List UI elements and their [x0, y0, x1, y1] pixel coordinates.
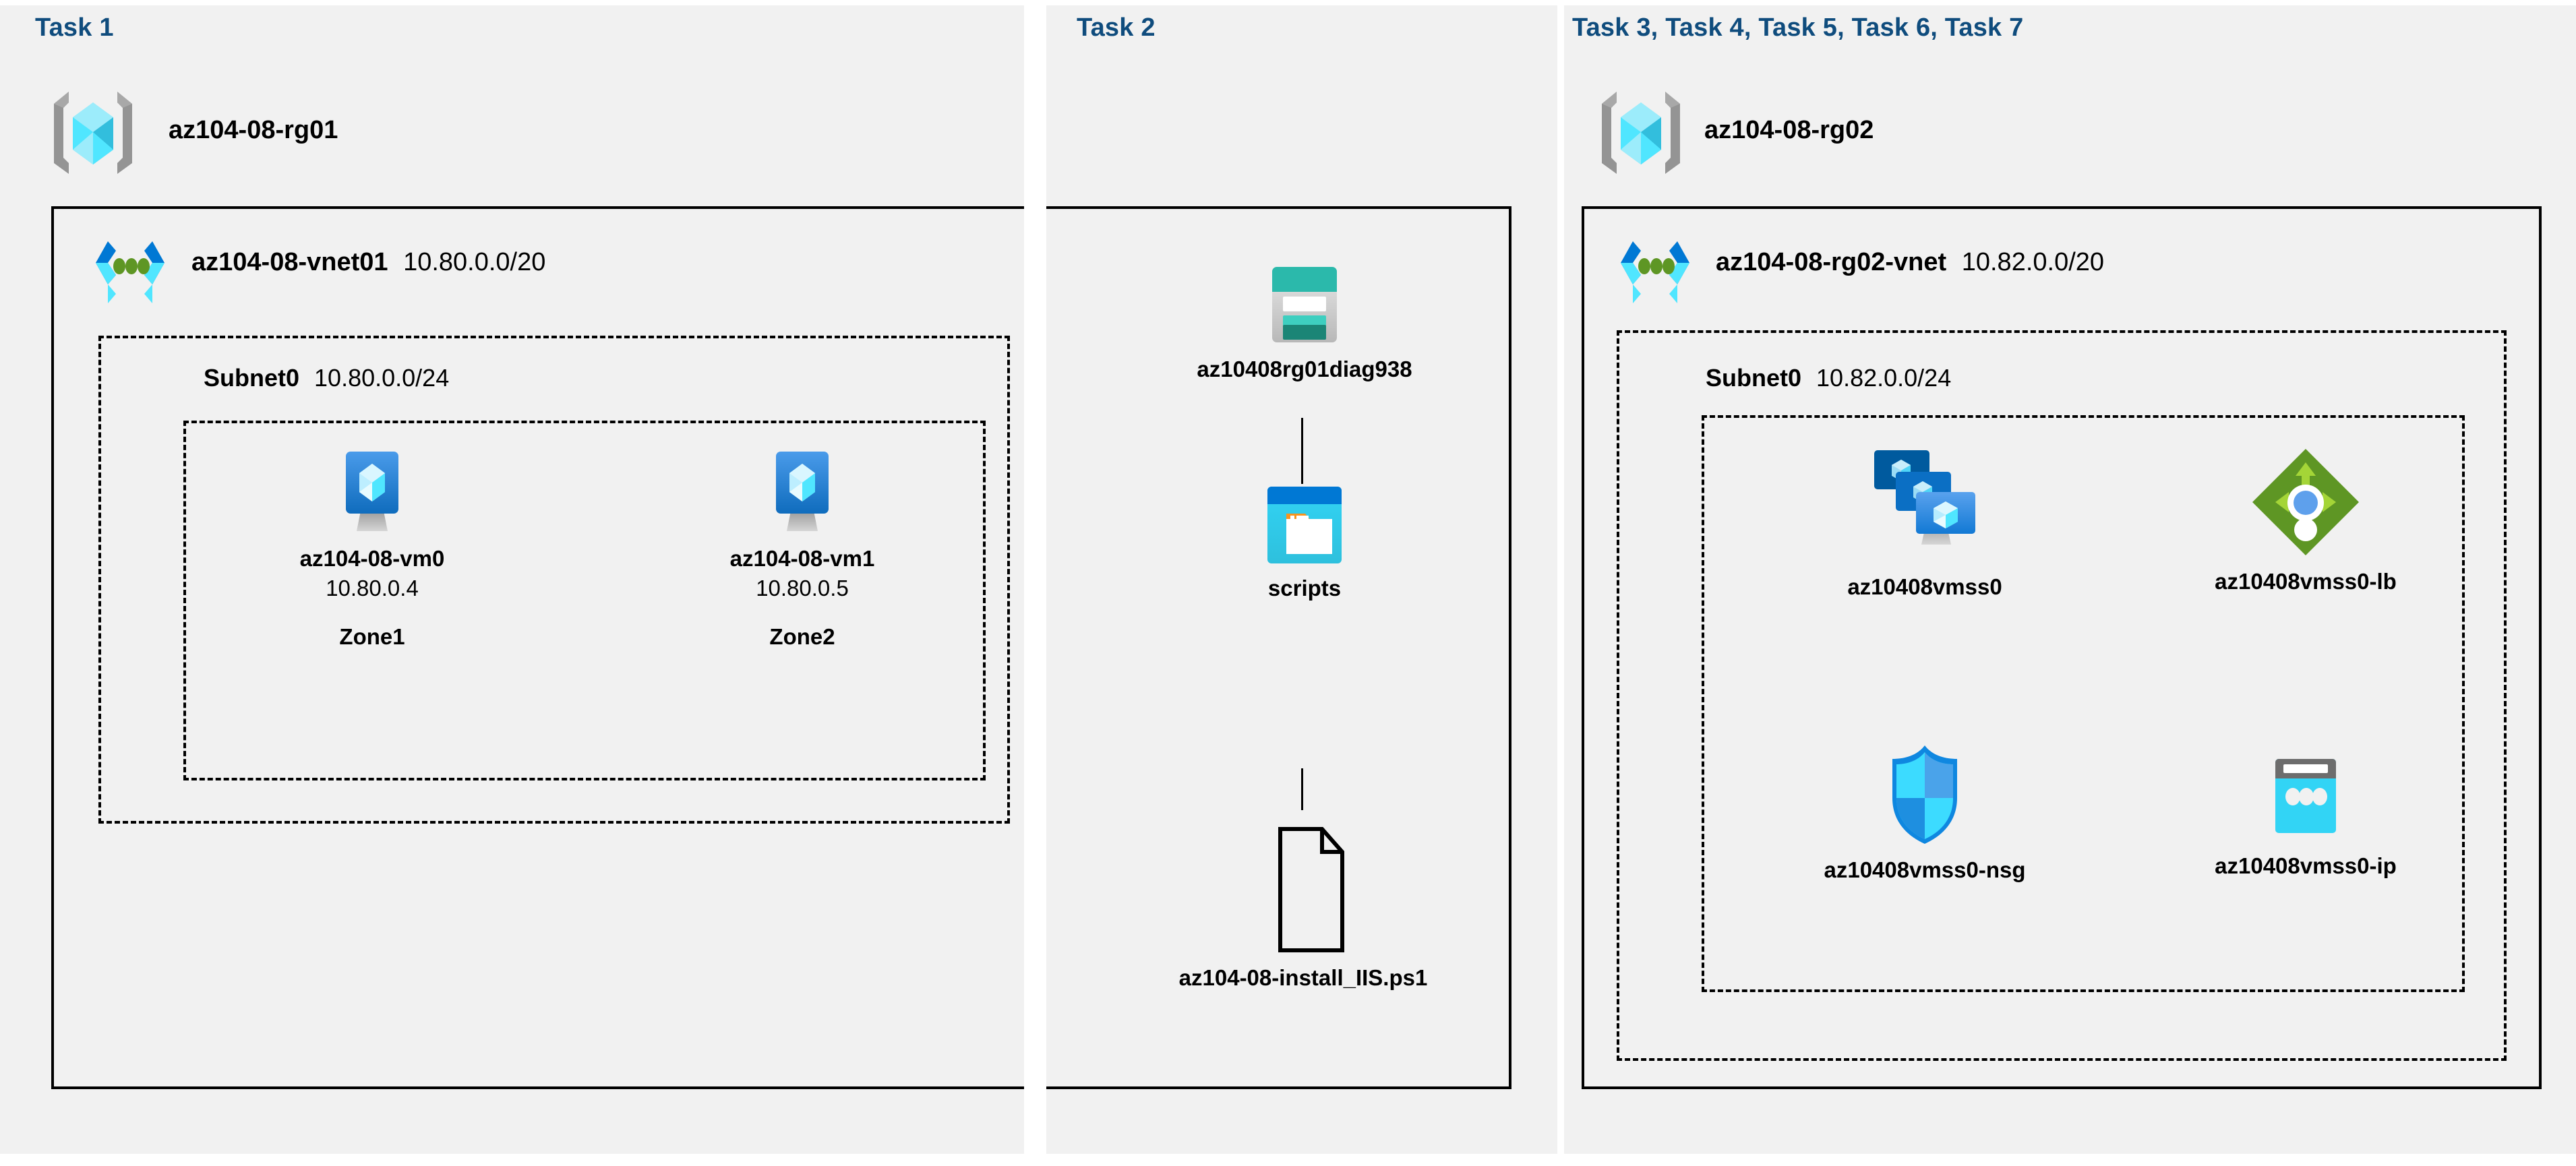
rg02-label: az104-08-rg02: [1704, 116, 1874, 144]
blob-container-icon: [1263, 484, 1346, 566]
storage-account-name: az10408rg01diag938: [1197, 357, 1412, 381]
network-security-group-icon: [1883, 741, 1967, 848]
vnet01-boundary: [51, 206, 1511, 1089]
vmss0-lb-name: az10408vmss0-lb: [2215, 569, 2397, 594]
vmss0-ip-name: az10408vmss0-ip: [2215, 853, 2397, 878]
vnet01-label: az104-08-vnet01 10.80.0.0/20: [191, 248, 545, 277]
vm-scale-set-icon: [1863, 445, 1986, 565]
panel-task3to7: [1564, 5, 2576, 1154]
load-balancer-icon: [2248, 445, 2363, 559]
install-iis-script-name: az104-08-install_IIS.ps1: [1178, 965, 1428, 990]
vm0-ip: 10.80.0.4: [326, 576, 419, 601]
file-icon: [1260, 824, 1346, 956]
task1-title: Task 1: [35, 13, 114, 42]
public-ip-address-icon: [2258, 755, 2353, 844]
blob-container-name: scripts: [1267, 576, 1342, 601]
vnet01-name: az104-08-vnet01: [191, 248, 388, 276]
virtual-machine-icon: [330, 449, 415, 536]
node-blob-container[interactable]: scripts: [1228, 484, 1381, 601]
vm1-name: az104-08-vm1: [729, 546, 875, 571]
task2-title: Task 2: [1077, 13, 1156, 42]
subnet0-task1-boundary: [98, 336, 1010, 824]
rg02-vnet-icon: [1618, 237, 1692, 307]
panel-gutter-1-2: [1024, 5, 1046, 1154]
node-vmss0-nsg[interactable]: az10408vmss0-nsg: [1824, 741, 2026, 883]
vnet01-cidr: 10.80.0.0/20: [403, 248, 546, 276]
rg01-icon: [49, 88, 143, 175]
subnet0-resources-boundary: [1702, 415, 2465, 992]
rg02-vnet-name: az104-08-rg02-vnet: [1716, 248, 1947, 276]
storage-account-icon: [1261, 263, 1348, 347]
panel-task1: [0, 5, 1024, 1154]
task3to7-title: Task 3, Task 4, Task 5, Task 6, Task 7: [1572, 13, 2024, 42]
node-vmss0[interactable]: az10408vmss0: [1824, 445, 2026, 600]
rg02-vnet-boundary: [1582, 206, 2542, 1089]
rg01-label: az104-08-rg01: [169, 116, 338, 144]
vm1-zone: Zone2: [769, 624, 835, 649]
node-vmss0-ip[interactable]: az10408vmss0-ip: [2205, 755, 2407, 879]
subnet0-task1-cidr: 10.80.0.0/24: [314, 364, 450, 392]
vmss0-name: az10408vmss0: [1847, 574, 2002, 599]
subnet0-task1-name: Subnet0: [204, 364, 300, 392]
node-install-iis-script[interactable]: az104-08-install_IIS.ps1: [1179, 824, 1427, 991]
node-az104-08-vm0[interactable]: az104-08-vm0 10.80.0.4 Zone1: [284, 449, 460, 650]
vm-zone-group-boundary: [183, 421, 986, 780]
rg02-icon: [1596, 88, 1691, 175]
node-storage-account[interactable]: az10408rg01diag938: [1197, 263, 1412, 382]
vm1-ip: 10.80.0.5: [756, 576, 849, 601]
connector-container-to-file: [1301, 768, 1303, 810]
subnet0-task1-label: Subnet0 10.80.0.0/24: [204, 364, 449, 392]
connector-storage-to-container: [1301, 418, 1303, 484]
vm0-name: az104-08-vm0: [299, 546, 445, 571]
vmss0-nsg-name: az10408vmss0-nsg: [1824, 857, 2026, 882]
virtual-machine-icon: [760, 449, 845, 536]
subnet0-task3to7-label: Subnet0 10.82.0.0/24: [1706, 364, 1951, 392]
vm0-zone: Zone1: [339, 624, 405, 649]
node-vmss0-lb[interactable]: az10408vmss0-lb: [2205, 445, 2407, 594]
panel-task2: [1046, 5, 1557, 1154]
subnet0-task3to7-name: Subnet0: [1706, 364, 1802, 392]
subnet0-task3to7-outer-boundary: [1617, 330, 2507, 1061]
node-az104-08-vm1[interactable]: az104-08-vm1 10.80.0.5 Zone2: [715, 449, 890, 650]
subnet0-task3to7-cidr: 10.82.0.0/24: [1816, 364, 1952, 392]
rg02-vnet-label: az104-08-rg02-vnet 10.82.0.0/20: [1716, 248, 2104, 277]
rg02-vnet-cidr: 10.82.0.0/20: [1961, 248, 2105, 276]
vnet01-icon: [93, 237, 167, 307]
